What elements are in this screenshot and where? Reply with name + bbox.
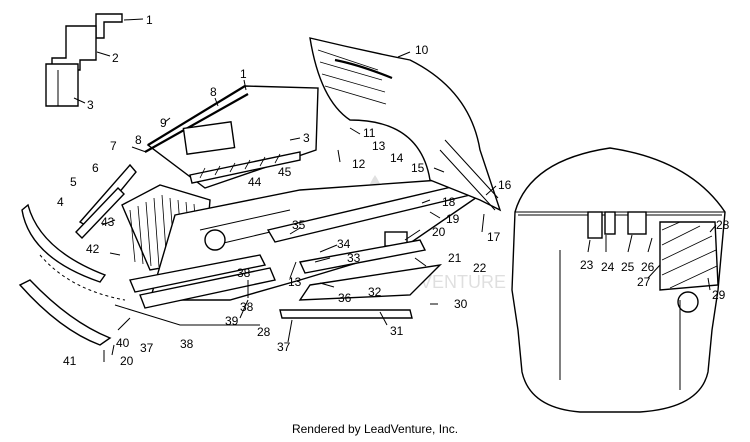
callout-13b: 13: [288, 275, 302, 289]
callout-21: 21: [448, 251, 462, 265]
callout-18: 18: [442, 195, 456, 209]
callout-32: 32: [368, 285, 382, 299]
callout-40: 40: [116, 336, 130, 350]
rear-view: [511, 147, 726, 413]
svg-text:VENTURE: VENTURE: [420, 272, 506, 292]
callout-16: 16: [498, 178, 512, 192]
callout-24: 24: [601, 260, 615, 274]
callout-34: 34: [337, 237, 351, 251]
callout-27: 27: [637, 275, 651, 289]
callout-1b: 1: [240, 67, 247, 81]
callout-4: 4: [57, 195, 64, 209]
callout-8: 8: [210, 85, 217, 99]
callout-38: 38: [237, 266, 251, 280]
callout-10: 10: [415, 43, 429, 57]
callout-2: 2: [112, 51, 119, 65]
callout-42: 42: [86, 242, 100, 256]
callout-28: 28: [257, 325, 271, 339]
callout-28b: 28: [716, 218, 730, 232]
callout-33: 33: [347, 251, 361, 265]
callout-5: 5: [70, 175, 77, 189]
callout-labels: 1 2 3 10 1 8 9 3 7 8 11 13 14 12 6 44 45…: [57, 13, 730, 368]
callout-11: 11: [363, 126, 376, 140]
callout-41: 41: [63, 354, 77, 368]
footer-credit: Rendered by LeadVenture, Inc.: [291, 422, 459, 436]
callout-14: 14: [390, 151, 404, 165]
callout-45: 45: [278, 165, 292, 179]
callout-1: 1: [146, 13, 153, 27]
bottom-plates: [18, 254, 413, 346]
left-trim-strips: [21, 163, 137, 283]
callout-37b: 37: [140, 341, 154, 355]
callout-15: 15: [411, 161, 425, 175]
rails: [129, 184, 472, 309]
callout-23: 23: [580, 258, 594, 272]
upper-panel: [144, 85, 319, 189]
callout-20b: 20: [120, 354, 134, 368]
callout-12: 12: [352, 157, 366, 171]
callout-leaders: [73, 18, 717, 362]
callout-30: 30: [454, 297, 468, 311]
callout-36: 36: [338, 291, 352, 305]
callout-43: 43: [101, 215, 115, 229]
callout-3b: 3: [303, 131, 310, 145]
callout-19: 19: [446, 212, 460, 226]
callout-7: 7: [110, 139, 117, 153]
callout-13: 13: [372, 139, 386, 153]
callout-29: 29: [712, 288, 726, 302]
callout-44: 44: [248, 175, 262, 189]
callout-8b: 8: [135, 133, 142, 147]
callout-39: 39: [225, 314, 239, 328]
callout-25: 25: [621, 260, 635, 274]
callout-26: 26: [641, 260, 655, 274]
callout-3: 3: [87, 98, 94, 112]
callout-20: 20: [432, 225, 446, 239]
callout-38c: 38: [180, 337, 194, 351]
callout-35: 35: [292, 218, 306, 232]
callout-38b: 38: [240, 300, 254, 314]
callout-37: 37: [277, 340, 291, 354]
callout-6: 6: [92, 161, 99, 175]
callout-17: 17: [487, 230, 501, 244]
bracket-assembly: [45, 13, 123, 107]
callout-9: 9: [160, 116, 167, 130]
callout-22: 22: [473, 261, 487, 275]
hood: [309, 37, 502, 212]
callout-31: 31: [390, 324, 404, 338]
